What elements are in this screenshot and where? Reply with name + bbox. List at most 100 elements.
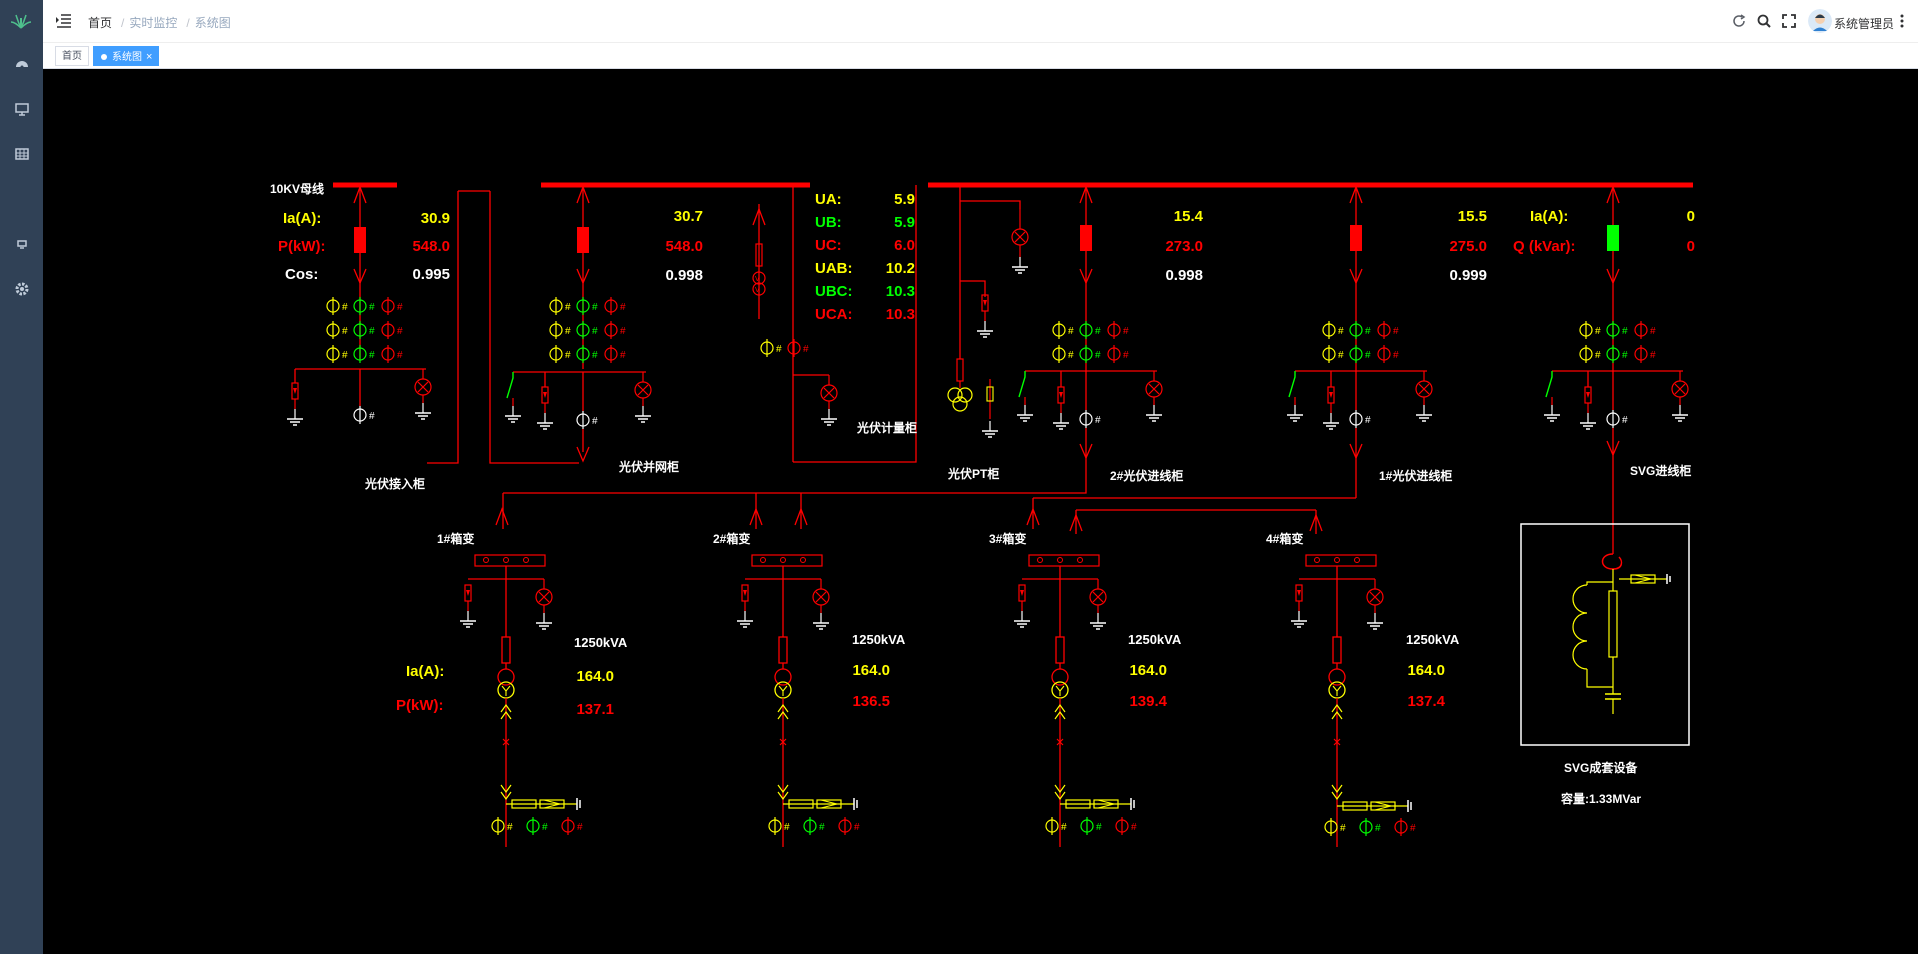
pv-access-p-value: 548.0: [412, 238, 450, 255]
incoming2-name: 2#光伏进线柜: [1110, 468, 1183, 483]
pv-access-ia-value: 30.9: [421, 210, 450, 227]
search-icon[interactable]: [1756, 13, 1772, 29]
transformer-1-rating: 1250kVA: [574, 635, 628, 650]
ubc-value: 10.3: [886, 283, 915, 300]
incoming2-p-value: 273.0: [1165, 238, 1203, 255]
svg-text:V: V: [755, 276, 760, 283]
transformer-4-p-value: 137.4: [1407, 693, 1445, 710]
bus-10kv-label: 10KV母线: [270, 181, 324, 196]
transformer-2-name: 2#箱变: [713, 531, 750, 546]
cabinet-pv-access: 10KV母线 Ia(A): P(kW): Cos: 30.9 548.0 0.9…: [270, 181, 579, 491]
pv-access-ia-label: Ia(A):: [283, 210, 321, 227]
transformer-2: 2#箱变 1250kVA 164.0 136.5: [713, 508, 906, 847]
uab-value: 10.2: [886, 260, 915, 277]
transformer-3-name: 3#箱变: [989, 531, 1026, 546]
transformer-2-rating: 1250kVA: [852, 632, 906, 647]
transformer-3-ia-value: 164.0: [1129, 662, 1167, 679]
tab-home-label: 首页: [62, 51, 82, 62]
fullscreen-icon[interactable]: [1781, 13, 1797, 29]
uc-label: UC:: [815, 237, 842, 254]
incoming1-cos-value: 0.999: [1449, 267, 1487, 284]
close-icon[interactable]: ×: [146, 51, 153, 63]
cabinet-svg: Ia(A): Q (kVar): 0 0 SVG进线柜 SVG成套设备 容量:1…: [1513, 185, 1695, 806]
transformer-4-rating: 1250kVA: [1406, 632, 1460, 647]
tags-view: 首页 系统图 ×: [43, 43, 1918, 69]
transformer-1-ia-value: 164.0: [576, 668, 614, 685]
cabinet-metering: V V UA: UB: UC: UAB: UBC: UCA: 5.9 5.9 6…: [752, 185, 917, 463]
ub-label: UB:: [815, 214, 842, 231]
uc-value: 6.0: [894, 237, 915, 254]
single-line-diagram: # # # # 10KV母线 Ia(A): P(kW):: [270, 181, 1695, 847]
svg-device-capacity: 容量:1.33MVar: [1560, 791, 1641, 806]
report-icon[interactable]: [13, 235, 31, 253]
incoming1-ia-value: 15.5: [1458, 208, 1487, 225]
ubc-label: UBC:: [815, 283, 853, 300]
incoming2-ia-value: 15.4: [1174, 208, 1204, 225]
incoming1-p-value: 275.0: [1449, 238, 1487, 255]
pv-access-cos-label: Cos:: [285, 266, 318, 283]
transformer-4: 4#箱变 1250kVA 164.0 137.4: [1266, 514, 1460, 847]
feeder-lines: [502, 463, 1356, 534]
transformer-1-p-value: 137.1: [576, 701, 614, 718]
ub-value: 5.9: [894, 214, 915, 231]
logo-icon: [10, 14, 32, 29]
settings-icon[interactable]: [13, 280, 31, 298]
breadcrumb-system-diagram: 系统图: [194, 16, 231, 30]
transformer-1-ia-label: Ia(A):: [406, 663, 444, 680]
pv-access-p-label: P(kW):: [278, 238, 326, 255]
svg-ia-value: 0: [1687, 208, 1695, 225]
pv-access-name: 光伏接入柜: [364, 476, 425, 491]
system-diagram-canvas: # # # # 10KV母线 Ia(A): P(kW):: [43, 69, 1918, 954]
uca-label: UCA:: [815, 306, 853, 323]
uab-label: UAB:: [815, 260, 853, 277]
breadcrumb: 首页/实时监控/系统图: [88, 16, 231, 30]
more-vertical-icon[interactable]: [1898, 13, 1906, 29]
monitor-icon[interactable]: [13, 100, 31, 118]
transformer-1-p-label: P(kW):: [396, 697, 444, 714]
navbar: 首页/实时监控/系统图 系统管理员: [43, 0, 1918, 43]
transformer-1-name: 1#箱变: [437, 531, 474, 546]
transformer-2-ia-value: 164.0: [852, 662, 890, 679]
cabinet-incoming-1: 15.5 275.0 0.999 1#光伏进线柜: [1287, 185, 1487, 498]
incoming1-name: 1#光伏进线柜: [1379, 468, 1452, 483]
transformer-3-p-value: 139.4: [1129, 693, 1167, 710]
pv-grid-cos-value: 0.998: [665, 267, 703, 284]
avatar[interactable]: [1808, 9, 1832, 33]
svg-q-label: Q (kVar):: [1513, 238, 1576, 255]
pt-name: 光伏PT柜: [947, 466, 999, 481]
refresh-icon[interactable]: [1731, 13, 1747, 29]
svg-ia-label: Ia(A):: [1530, 208, 1568, 225]
table-icon[interactable]: [13, 145, 31, 163]
transformer-1: 1#箱变 1250kVA Ia(A): P(kW): 164.0 137.1: [396, 508, 628, 847]
svg-text:V: V: [755, 287, 760, 294]
tab-home[interactable]: 首页: [55, 46, 89, 66]
cabinet-pt: 光伏PT柜: [947, 185, 1029, 481]
hamburger-icon[interactable]: [55, 12, 73, 30]
dashboard-icon[interactable]: [13, 55, 31, 73]
pv-grid-p-value: 548.0: [665, 238, 703, 255]
ua-label: UA:: [815, 191, 842, 208]
transformer-3-rating: 1250kVA: [1128, 632, 1182, 647]
transformer-4-ia-value: 164.0: [1407, 662, 1445, 679]
transformer-4-name: 4#箱变: [1266, 531, 1303, 546]
cabinet-incoming-2: 15.4 273.0 0.998 2#光伏进线柜: [1017, 185, 1204, 483]
pv-grid-name: 光伏并网柜: [618, 459, 679, 474]
svg-device-box: [1520, 523, 1690, 746]
username[interactable]: 系统管理员: [1834, 17, 1895, 31]
tab-system-diagram[interactable]: 系统图 ×: [93, 46, 160, 66]
breadcrumb-home[interactable]: 首页: [88, 16, 113, 30]
transformer-2-p-value: 136.5: [852, 693, 890, 710]
incoming2-cos-value: 0.998: [1165, 267, 1203, 284]
svg-cabinet-name: SVG进线柜: [1630, 463, 1691, 478]
cabinet-pv-grid: 30.7 548.0 0.998 光伏并网柜: [505, 182, 810, 474]
tab-system-diagram-label: 系统图: [112, 52, 142, 63]
ua-value: 5.9: [894, 191, 915, 208]
svg-q-value: 0: [1687, 238, 1695, 255]
transformer-3: 3#箱变 1250kVA 164.0 139.4: [989, 508, 1182, 847]
breadcrumb-monitor[interactable]: 实时监控: [129, 16, 178, 30]
pv-access-cos-value: 0.995: [412, 266, 450, 283]
svg-device-name: SVG成套设备: [1564, 760, 1638, 775]
uca-value: 10.3: [886, 306, 915, 323]
sidebar: [0, 0, 43, 954]
metering-name: 光伏计量柜: [856, 420, 917, 435]
